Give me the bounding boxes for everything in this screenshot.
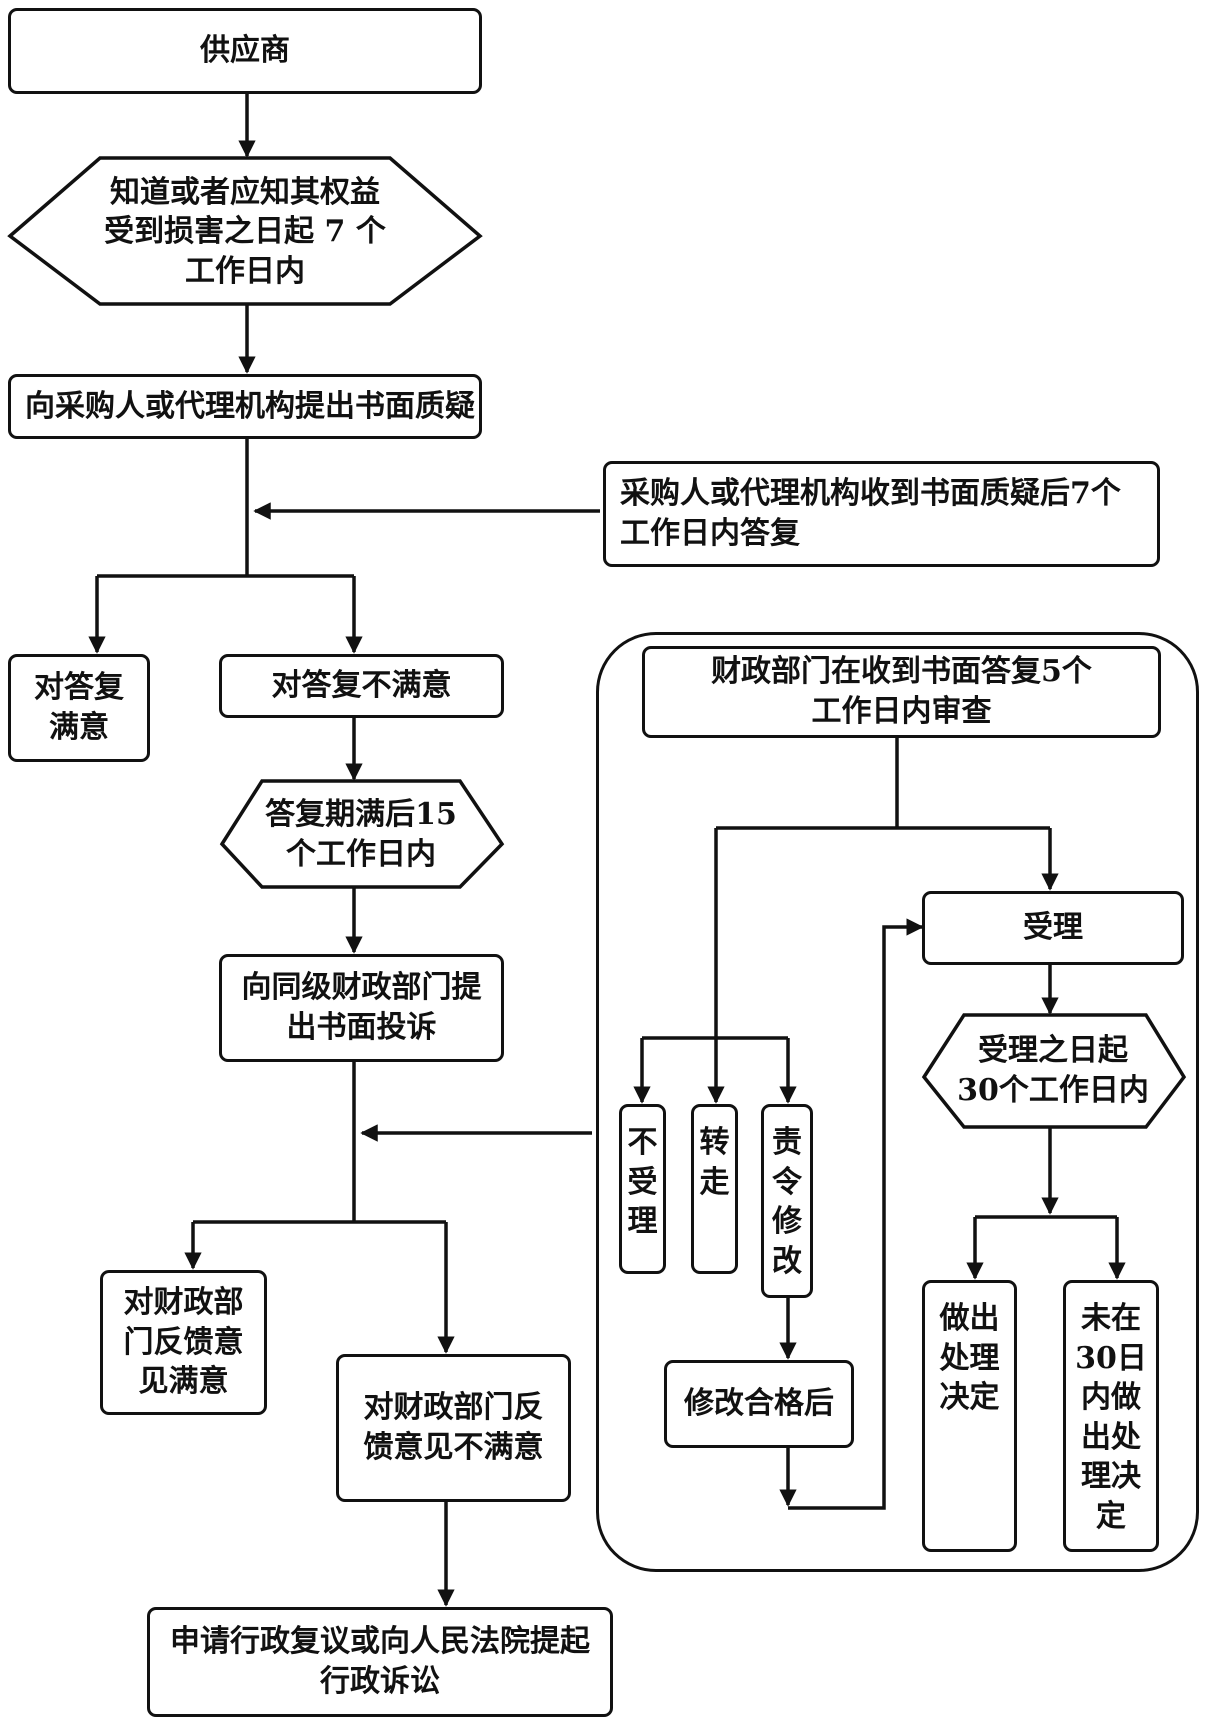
arrow-back-to-accept — [788, 918, 924, 1510]
reply-7-days-node: 采购人或代理机构收到书面质疑后7个 工作日内答复 — [603, 461, 1160, 567]
deadline-15-days-hexagon — [219, 779, 505, 889]
feedback-satisfied-node: 对财政部 门反馈意 见满意 — [100, 1270, 267, 1415]
deadline-7-days-label: 知道或者应知其权益 受到损害之日起 7 个 工作日内 — [104, 174, 386, 289]
not-accept-node: 不 受 理 — [619, 1104, 666, 1274]
no-decision-30-days-node: 未在 30日 内做 出处 理决 定 — [1063, 1280, 1159, 1552]
deadline-7-days-hexagon — [7, 156, 483, 306]
deadline-15-days-label: 答复期满后15 个工作日内 — [265, 797, 457, 872]
reply-unsatisfied-node: 对答复不满意 — [219, 654, 504, 718]
decision-made-node: 做出 处理 决定 — [922, 1280, 1017, 1552]
accept-node: 受理 — [922, 891, 1184, 965]
finance-subprocess-frame — [596, 632, 1199, 1572]
transfer-node: 转 走 — [691, 1104, 738, 1274]
deadline-30-days-label: 受理之日起 30个工作日内 — [957, 1033, 1149, 1108]
feedback-unsatisfied-node: 对财政部门反 馈意见不满意 — [336, 1354, 571, 1502]
written-complaint-node: 向同级财政部门提 出书面投诉 — [219, 954, 504, 1062]
deadline-30-days-hexagon — [921, 1013, 1187, 1129]
finance-review-node: 财政部门在收到书面答复5个 工作日内审查 — [642, 646, 1161, 738]
order-revision-node: 责 令 修 改 — [761, 1104, 813, 1298]
supplier-node: 供应商 — [8, 8, 482, 94]
litigation-node: 申请行政复议或向人民法院提起 行政诉讼 — [147, 1607, 613, 1717]
written-query-node: 向采购人或代理机构提出书面质疑 — [8, 374, 482, 439]
reply-satisfied-node: 对答复 满意 — [8, 654, 150, 762]
after-revision-node: 修改合格后 — [664, 1360, 854, 1448]
